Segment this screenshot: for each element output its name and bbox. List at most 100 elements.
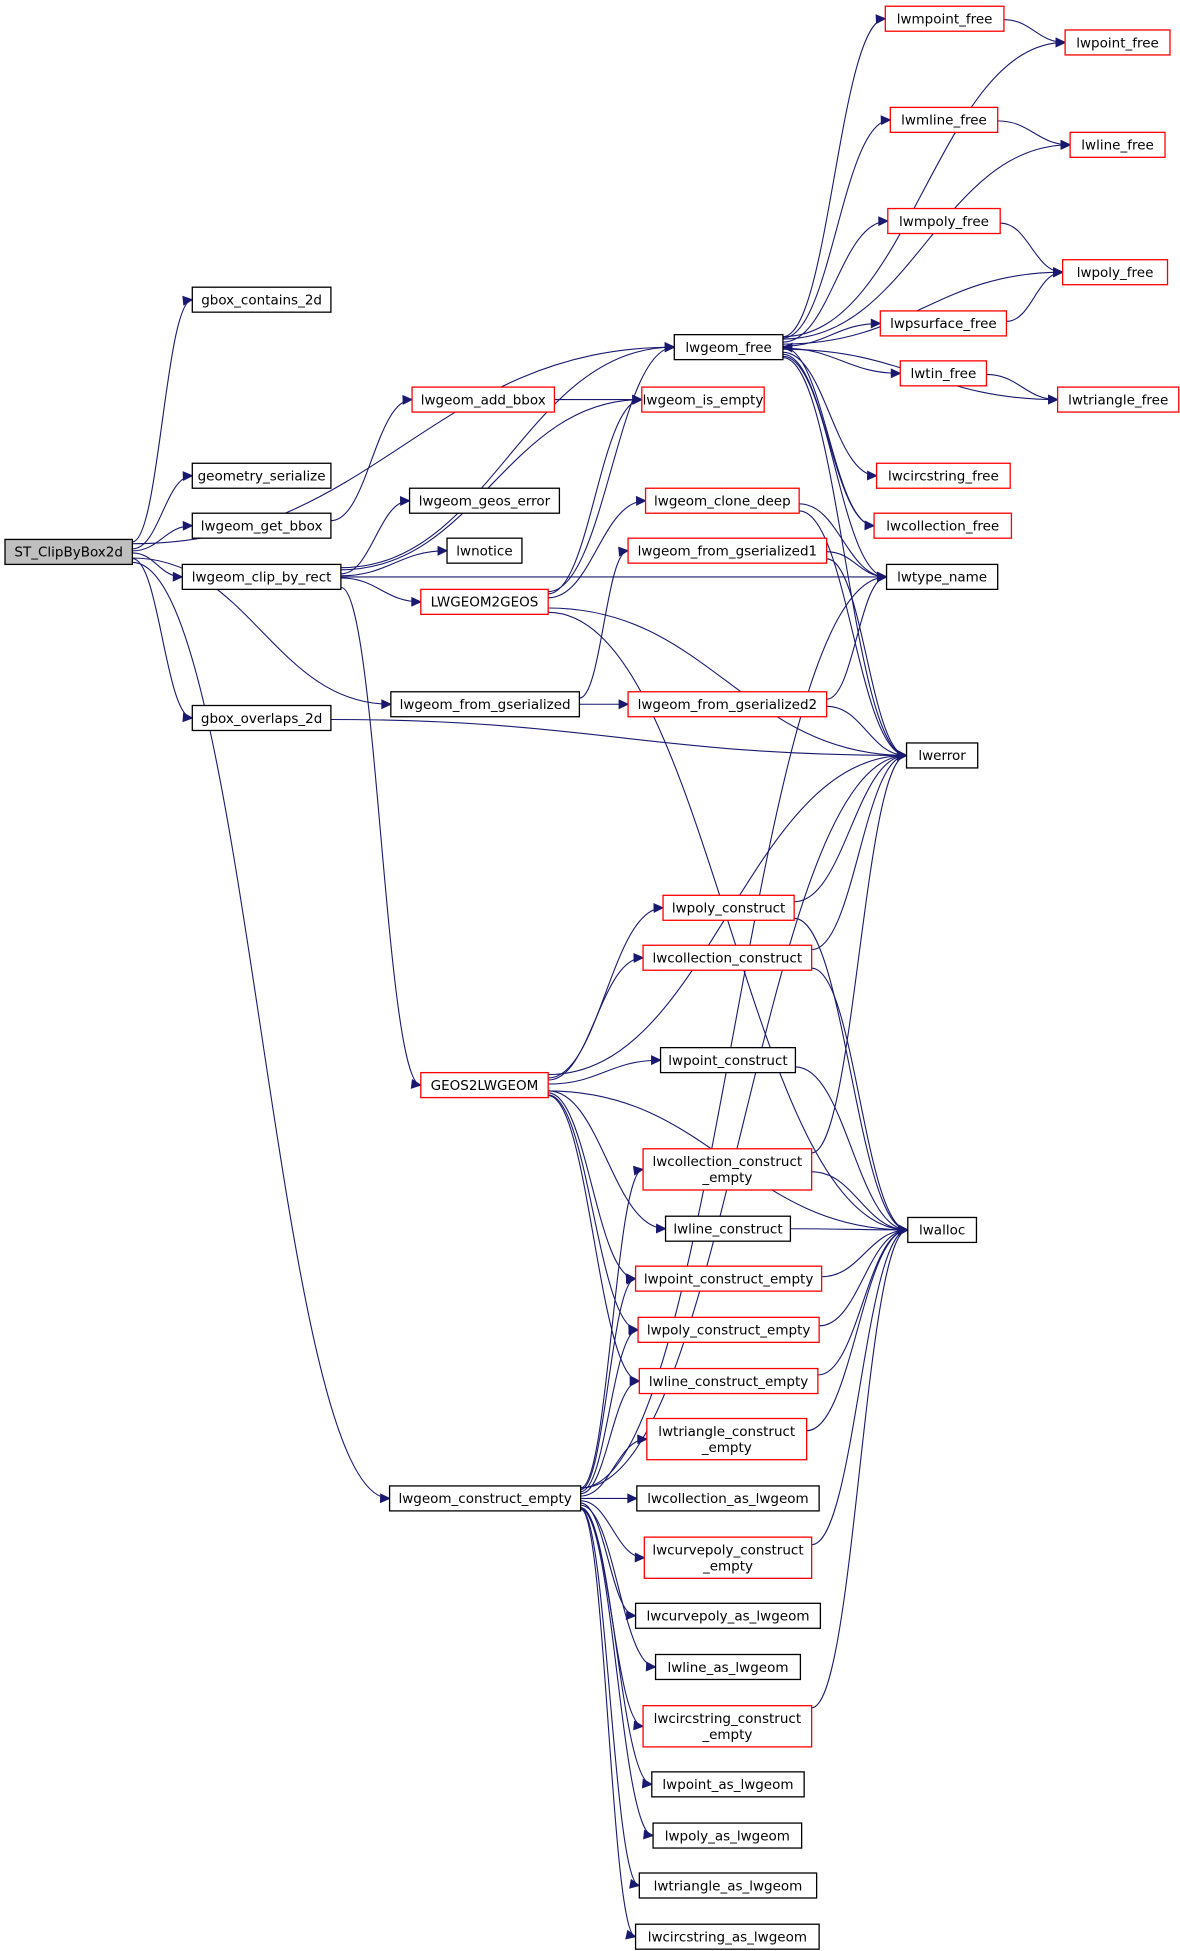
- node-box[interactable]: [662, 894, 795, 921]
- node-box[interactable]: [887, 207, 1001, 235]
- node-is-empty[interactable]: lwgeom_is_empty: [641, 386, 765, 413]
- node-from-gser1[interactable]: lwgeom_from_gserialized1: [627, 537, 828, 564]
- node-lwpoly-construct[interactable]: lwpoly_construct: [662, 894, 795, 921]
- node-lwcoll-as-lwgeom[interactable]: lwcollection_as_lwgeom: [636, 1485, 820, 1512]
- node-box[interactable]: [638, 1367, 819, 1395]
- node-box[interactable]: [642, 944, 813, 971]
- node-box[interactable]: [885, 563, 999, 591]
- node-box[interactable]: [191, 286, 332, 313]
- node-box[interactable]: [634, 1923, 820, 1950]
- node-box[interactable]: [642, 1148, 813, 1191]
- node-clone-deep[interactable]: lwgeom_clone_deep: [644, 487, 800, 514]
- node-lwcircstring-as-lwgeom[interactable]: lwcircstring_as_lwgeom: [634, 1923, 820, 1950]
- node-box[interactable]: [873, 512, 1013, 539]
- node-add-bbox[interactable]: lwgeom_add_bbox: [411, 386, 556, 413]
- node-box[interactable]: [889, 106, 999, 134]
- node-lwcircstring-free[interactable]: lwcircstring_free: [875, 462, 1011, 489]
- node-construct-empty[interactable]: lwgeom_construct_empty: [388, 1485, 582, 1512]
- node-box[interactable]: [446, 537, 523, 564]
- node-box[interactable]: [905, 742, 979, 769]
- node-box[interactable]: [899, 360, 988, 387]
- node-lwtriangle-as-lwgeom[interactable]: lwtriangle_as_lwgeom: [638, 1872, 818, 1899]
- node-box[interactable]: [907, 1216, 978, 1244]
- node-box[interactable]: [643, 1536, 813, 1579]
- node-lwcurvepoly-as-lwgeom[interactable]: lwcurvepoly_as_lwgeom: [634, 1602, 822, 1629]
- node-box[interactable]: [1064, 29, 1171, 56]
- node-lwline-construct[interactable]: lwline_construct: [664, 1215, 792, 1242]
- node-lwpsurface-free[interactable]: lwpsurface_free: [879, 310, 1008, 337]
- node-box[interactable]: [642, 1705, 813, 1748]
- node-lwnotice[interactable]: lwnotice: [446, 537, 523, 564]
- node-box[interactable]: [4, 538, 134, 566]
- node-lwline-as-lwgeom[interactable]: lwline_as_lwgeom: [654, 1653, 802, 1681]
- node-lwtype-name[interactable]: lwtype_name: [885, 563, 999, 591]
- node-box[interactable]: [191, 704, 332, 732]
- node-box[interactable]: [644, 487, 800, 514]
- node-lwcoll-construct-empty[interactable]: lwcollection_construct_empty: [642, 1148, 813, 1191]
- node-lwcurvepoly-construct-empty[interactable]: lwcurvepoly_construct_empty: [643, 1536, 813, 1579]
- node-lwmline-free[interactable]: lwmline_free: [889, 106, 999, 134]
- node-lwerror[interactable]: lwerror: [905, 742, 979, 769]
- node-lwpoint-construct-empty[interactable]: lwpoint_construct_empty: [634, 1265, 823, 1292]
- node-box[interactable]: [634, 1602, 822, 1629]
- node-box[interactable]: [637, 1316, 820, 1343]
- node-lwcircstring-construct-empty[interactable]: lwcircstring_construct_empty: [642, 1705, 813, 1748]
- node-lwtriangle-free[interactable]: lwtriangle_free: [1056, 386, 1180, 413]
- node-lwpoly-free[interactable]: lwpoly_free: [1061, 259, 1169, 286]
- node-geom-serialize[interactable]: geometry_serialize: [191, 462, 332, 489]
- node-lwmpoint-free[interactable]: lwmpoint_free: [884, 5, 1005, 32]
- node-lwpoint-as-lwgeom[interactable]: lwpoint_as_lwgeom: [651, 1771, 805, 1798]
- node-box[interactable]: [654, 1653, 802, 1681]
- node-box[interactable]: [646, 1417, 808, 1461]
- node-from-gser2[interactable]: lwgeom_from_gserialized2: [627, 691, 828, 718]
- node-lwpoint-free[interactable]: lwpoint_free: [1064, 29, 1171, 56]
- node-box[interactable]: [388, 1485, 582, 1512]
- node-box[interactable]: [1056, 386, 1180, 413]
- node-lwgeom-free[interactable]: lwgeom_free: [673, 333, 784, 361]
- node-box[interactable]: [664, 1215, 792, 1242]
- node-geos-error[interactable]: lwgeom_geos_error: [408, 487, 561, 514]
- node-box[interactable]: [673, 333, 784, 361]
- node-box[interactable]: [659, 1046, 797, 1074]
- node-lwtin-free[interactable]: lwtin_free: [899, 360, 988, 387]
- node-box[interactable]: [420, 1071, 549, 1099]
- node-box[interactable]: [884, 5, 1005, 32]
- node-box[interactable]: [408, 487, 561, 514]
- node-lwcoll-construct[interactable]: lwcollection_construct: [642, 944, 813, 971]
- node-box[interactable]: [875, 462, 1011, 489]
- node-gbox-contains[interactable]: gbox_contains_2d: [191, 286, 332, 313]
- node-box[interactable]: [390, 691, 581, 718]
- node-lwpoly-construct-empty[interactable]: lwpoly_construct_empty: [637, 1316, 820, 1343]
- node-lwcollection-free[interactable]: lwcollection_free: [873, 512, 1013, 539]
- node-lwmpoly-free[interactable]: lwmpoly_free: [887, 207, 1001, 235]
- node-box[interactable]: [636, 1485, 820, 1512]
- node-lwalloc[interactable]: lwalloc: [907, 1216, 978, 1244]
- node-box[interactable]: [191, 512, 332, 539]
- node-box[interactable]: [1061, 259, 1169, 286]
- node-lwline-free[interactable]: lwline_free: [1069, 131, 1166, 158]
- node-clip-rect[interactable]: lwgeom_clip_by_rect: [181, 563, 342, 591]
- node-box[interactable]: [181, 563, 342, 591]
- node-box[interactable]: [641, 386, 765, 413]
- node-box[interactable]: [627, 537, 828, 564]
- node-lwpoint-construct[interactable]: lwpoint_construct: [659, 1046, 797, 1074]
- node-lwline-construct-empty[interactable]: lwline_construct_empty: [638, 1367, 819, 1395]
- node-lwtriangle-construct-empty[interactable]: lwtriangle_construct_empty: [646, 1417, 808, 1461]
- node-root[interactable]: ST_ClipByBox2d: [4, 538, 134, 566]
- node-box[interactable]: [411, 386, 556, 413]
- node-box[interactable]: [651, 1771, 805, 1798]
- node-lwgeom2geos[interactable]: LWGEOM2GEOS: [420, 588, 549, 615]
- node-lwpoly-as-lwgeom[interactable]: lwpoly_as_lwgeom: [652, 1822, 803, 1849]
- node-box[interactable]: [634, 1265, 823, 1292]
- node-gbox-overlaps[interactable]: gbox_overlaps_2d: [191, 704, 332, 732]
- node-get-bbox[interactable]: lwgeom_get_bbox: [191, 512, 332, 539]
- node-box[interactable]: [1069, 131, 1166, 158]
- node-box[interactable]: [191, 462, 332, 489]
- node-box[interactable]: [879, 310, 1008, 337]
- node-box[interactable]: [420, 588, 549, 615]
- node-from-gser[interactable]: lwgeom_from_gserialized: [390, 691, 581, 718]
- node-box[interactable]: [627, 691, 828, 718]
- node-geos2lwgeom[interactable]: GEOS2LWGEOM: [420, 1071, 549, 1099]
- node-box[interactable]: [652, 1822, 803, 1849]
- node-box[interactable]: [638, 1872, 818, 1899]
